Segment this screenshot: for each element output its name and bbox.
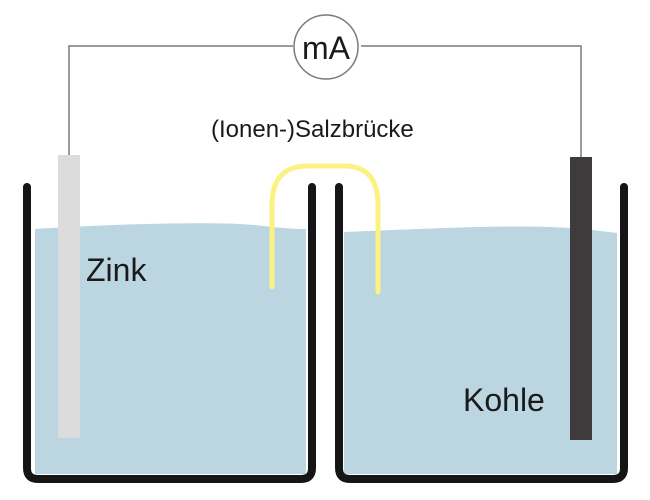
zinc-electrode bbox=[58, 155, 80, 438]
zinc-label: Zink bbox=[86, 252, 147, 288]
salt-bridge-label: (Ionen-)Salzbrücke bbox=[211, 116, 414, 143]
left-electrolyte bbox=[35, 223, 306, 474]
ammeter bbox=[293, 14, 359, 80]
carbon-label: Kohle bbox=[463, 382, 545, 418]
left-wire bbox=[68, 45, 293, 156]
right-wire bbox=[361, 45, 582, 158]
right-beaker bbox=[335, 183, 628, 483]
right-electrolyte bbox=[344, 226, 617, 474]
left-beaker bbox=[23, 183, 316, 483]
salt-bridge bbox=[269, 163, 381, 295]
carbon-electrode bbox=[570, 157, 592, 440]
ammeter-label: mA bbox=[302, 30, 351, 66]
